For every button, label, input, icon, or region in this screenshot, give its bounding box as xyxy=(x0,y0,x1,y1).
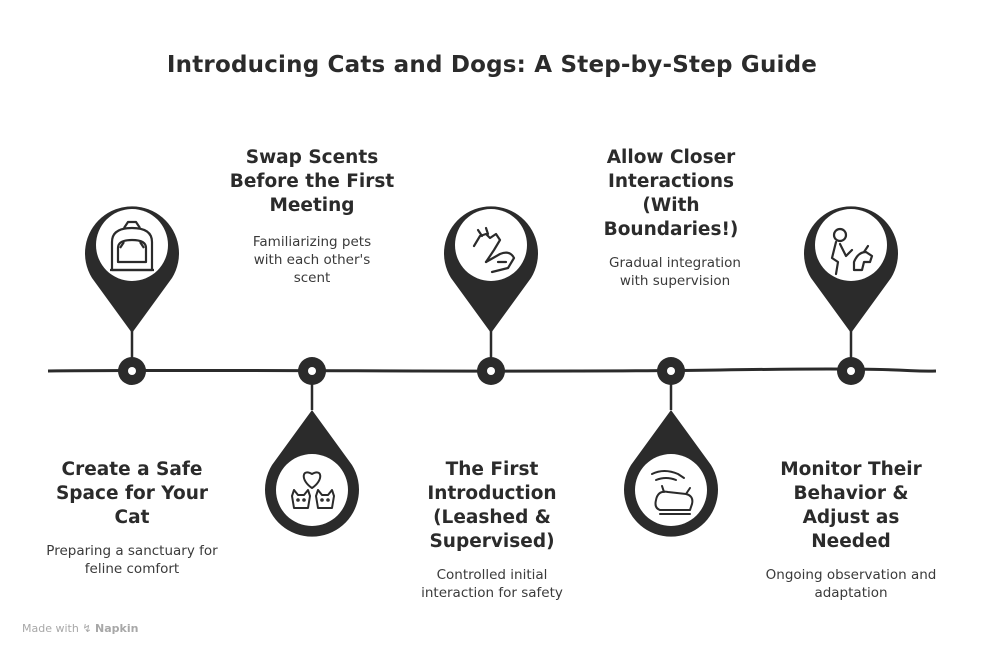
step-1-title: Create a Safe Space for Your Cat xyxy=(55,459,209,528)
step-1-description: Preparing a sanctuary for feline comfort xyxy=(46,543,218,577)
pin-marker-4 xyxy=(623,410,718,537)
step-3-description: Controlled initial interaction for safet… xyxy=(421,567,563,601)
timeline-node-2 xyxy=(298,357,326,385)
napkin-logo-icon: ↯ xyxy=(82,622,92,635)
heart-cat-dog-icon xyxy=(291,471,335,509)
step-3-title: The First Introduction (Leashed & Superv… xyxy=(427,459,557,552)
timeline-node-1 xyxy=(118,357,146,385)
person-with-dog-icon xyxy=(830,227,874,276)
pin-marker-3 xyxy=(444,206,538,333)
made-with-label: Made with xyxy=(22,622,79,635)
brand-name: Napkin xyxy=(95,622,139,635)
step-2-description: Familiarizing pets with each other's sce… xyxy=(252,234,372,286)
step-5-description: Ongoing observation and adaptation xyxy=(765,567,937,601)
step-5-title: Monitor Their Behavior & Adjust as Neede… xyxy=(780,459,922,552)
made-with-badge[interactable]: Made with ↯ Napkin xyxy=(22,622,138,635)
cat-carrier-icon xyxy=(110,220,154,272)
pin-marker-1 xyxy=(85,206,179,333)
timeline-node-3 xyxy=(477,357,505,385)
pin-marker-5 xyxy=(804,206,898,333)
pin-marker-2 xyxy=(264,410,360,537)
hand-dog-icon xyxy=(472,226,516,274)
step-4-title: Allow Closer Interactions (With Boundari… xyxy=(603,147,739,240)
step-2-title: Swap Scents Before the First Meeting xyxy=(229,147,395,216)
step-4-description: Gradual integration with supervision xyxy=(609,255,741,289)
timeline-line xyxy=(47,367,937,373)
timeline-node-4 xyxy=(657,357,685,385)
hand-over-dog-icon xyxy=(651,470,694,515)
page-title: Introducing Cats and Dogs: A Step-by-Ste… xyxy=(166,52,818,78)
timeline-node-5 xyxy=(837,357,865,385)
